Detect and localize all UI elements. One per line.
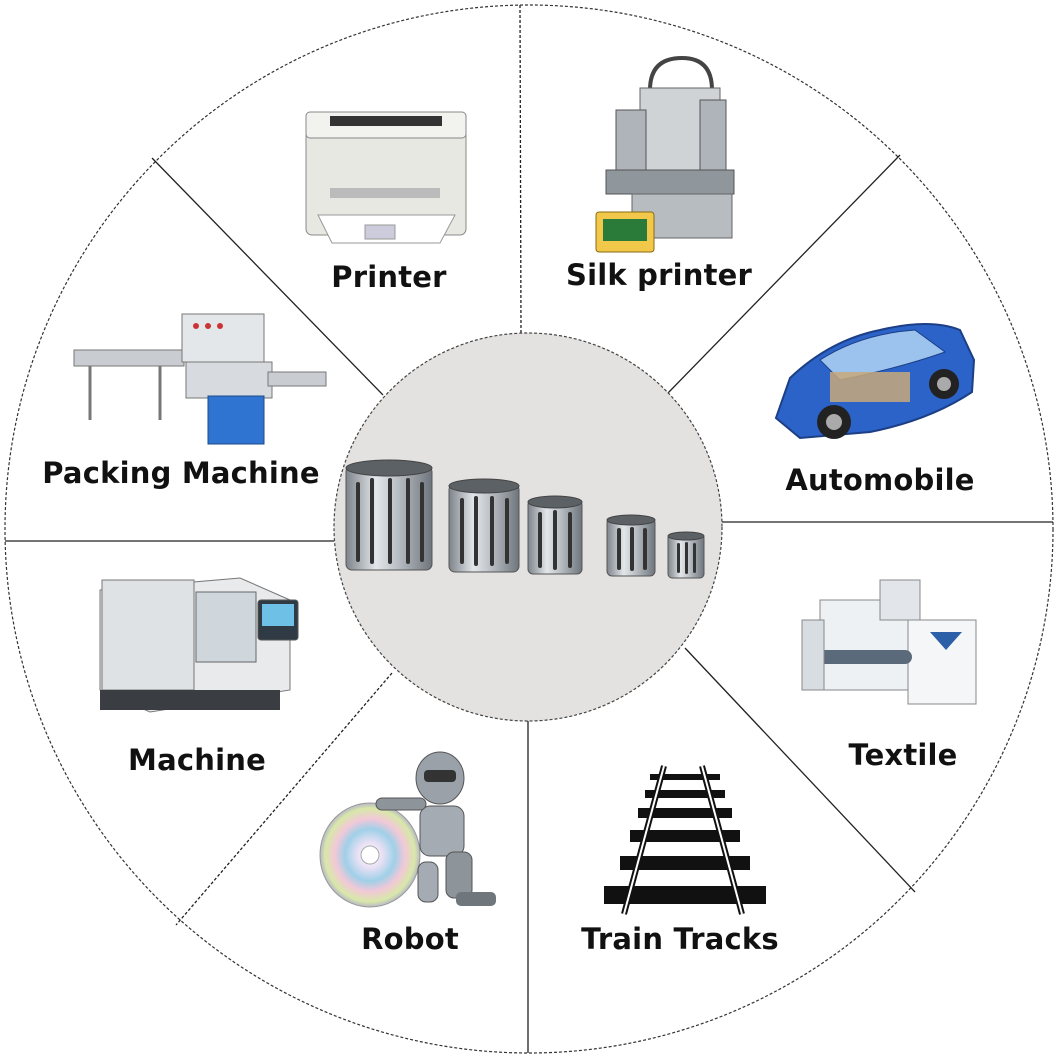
sector-label-automobile: Automobile <box>785 463 975 497</box>
textile-machine-icon <box>801 579 977 705</box>
divider-bottom-right <box>684 647 916 893</box>
sector-dividers <box>5 4 1053 1053</box>
sector-label-silk-printer: Silk printer <box>565 258 753 292</box>
divider-bottom-left <box>175 672 393 926</box>
sector-label-printer: Printer <box>331 260 447 294</box>
divider-top <box>519 4 522 334</box>
linear-bearings-photo <box>345 459 705 579</box>
sector-label-robot: Robot <box>361 922 459 956</box>
cnc-machine-icon <box>99 577 299 713</box>
bearing-medium <box>448 478 520 573</box>
divider-top-left <box>151 157 384 396</box>
train-tracks-icon <box>598 762 768 915</box>
sector-label-packing-machine: Packing Machine <box>42 456 320 490</box>
bearing-tiny <box>667 531 705 579</box>
sector-label-textile: Textile <box>848 738 958 772</box>
bearing-large <box>345 459 433 571</box>
automobile-icon <box>774 323 976 440</box>
bearing-smaller <box>606 514 656 577</box>
sector-label-train-tracks: Train Tracks <box>581 922 779 956</box>
bearing-small <box>527 495 583 575</box>
divider-top-right <box>667 154 901 394</box>
sector-label-machine: Machine <box>128 743 266 777</box>
printer-icon <box>305 111 467 244</box>
silk-printer-icon <box>595 55 735 253</box>
robot-icon <box>319 751 496 908</box>
outer-ring <box>4 4 1054 1054</box>
packing-machine-icon <box>73 313 327 445</box>
